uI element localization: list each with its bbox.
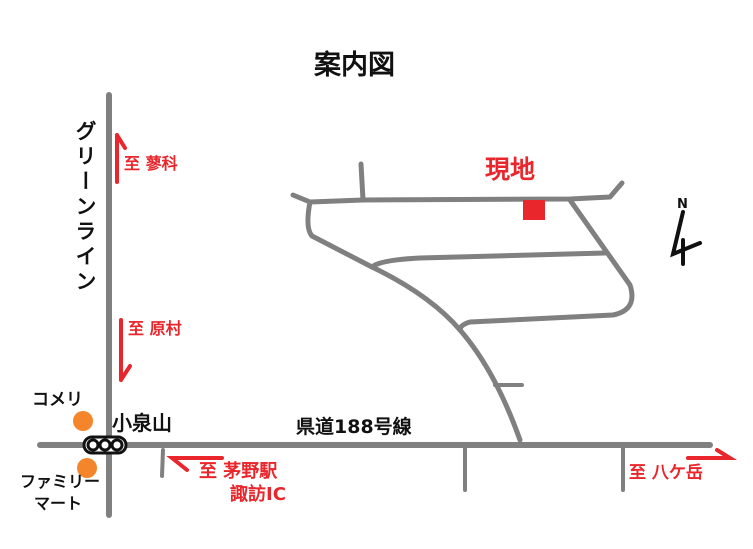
road-diagonal (457, 197, 635, 333)
familymart-label-line1: ファミリー (20, 472, 101, 491)
road-top (290, 180, 625, 205)
direction-chino-station: 至 茅野駅 (199, 461, 278, 482)
direction-tateshina: 至 蓼科 (124, 154, 178, 173)
komeri-label: コメリ (32, 390, 83, 410)
arrow-right-icon (686, 448, 738, 460)
direction-yatsugatake: 至 八ケ岳 (629, 463, 703, 483)
map-title: 案内図 (314, 50, 395, 81)
north-label: N (677, 197, 688, 212)
north-arrow-icon (670, 210, 702, 266)
familymart-marker (77, 458, 97, 478)
koizumiyama-label: 小泉山 (112, 411, 172, 435)
road-stub (160, 448, 165, 478)
arrow-left-icon (166, 456, 224, 472)
direction-suwa-ic: 諏訪IC (230, 484, 286, 505)
familymart-label-line2: マート (34, 494, 83, 513)
road-top-branch (358, 161, 366, 203)
direction-haramura: 至 原村 (128, 319, 182, 338)
site-marker (523, 200, 545, 220)
arrow-down-icon (119, 318, 132, 382)
green-line-label: グリーンライン (73, 120, 97, 295)
route-188-label: 県道188号線 (296, 416, 412, 438)
traffic-signal-icon (82, 435, 128, 455)
site-label: 現地 (485, 155, 536, 184)
road-middle (369, 250, 608, 270)
direction-arrows (115, 133, 738, 472)
komeri-marker (73, 411, 93, 431)
arrow-up-icon (115, 133, 127, 184)
